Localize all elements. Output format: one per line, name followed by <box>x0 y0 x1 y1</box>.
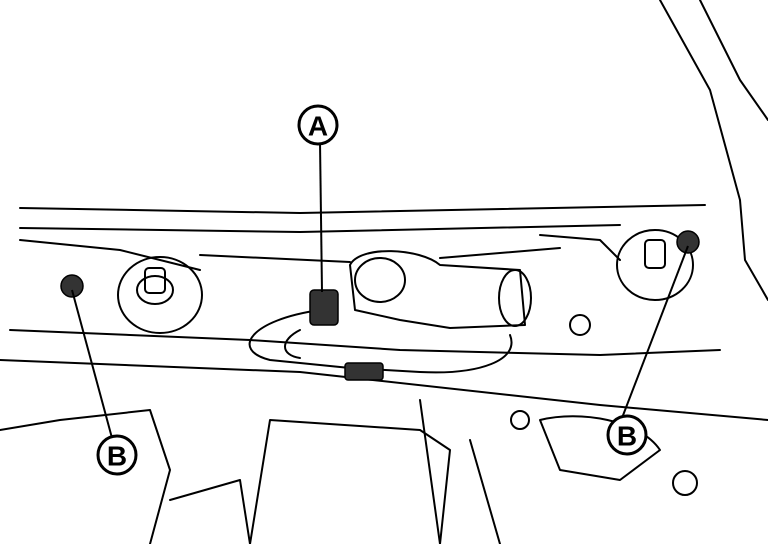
callout-b-left-label: B <box>107 441 127 472</box>
callout-b-right: B <box>606 414 648 456</box>
lower-components <box>0 314 698 544</box>
leader-a <box>319 141 323 293</box>
wiper-pivot-right <box>539 229 694 301</box>
bolt-b-right <box>676 230 700 254</box>
callout-a-label: A <box>308 111 328 142</box>
wiper-pivot-left <box>117 256 203 334</box>
bolt-b-left <box>60 274 84 298</box>
hood-and-cowl-lines <box>0 0 768 421</box>
callout-b-right-label: B <box>617 421 637 452</box>
harness <box>248 289 513 381</box>
callout-b-left: B <box>96 434 138 476</box>
leader-b-right <box>621 245 689 419</box>
leader-b-left <box>71 289 113 439</box>
wiper-motor <box>199 247 561 329</box>
callout-a: A <box>297 104 339 146</box>
connector-a <box>309 289 339 326</box>
connector-inline <box>344 362 384 381</box>
